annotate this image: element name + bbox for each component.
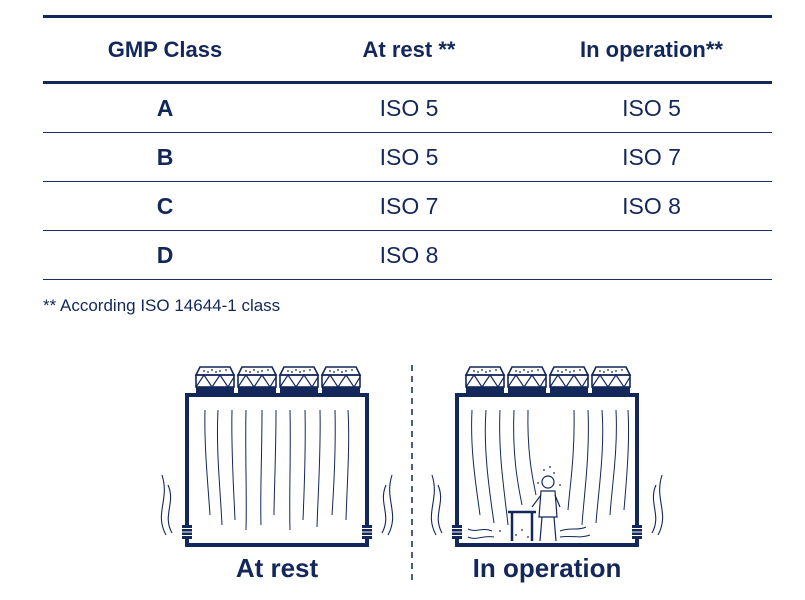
cell-at-rest: ISO 8 (379, 241, 439, 268)
at-rest-caption: At rest (236, 553, 319, 583)
table-row: A ISO 5 ISO 5 (43, 84, 772, 133)
cell-gmp-class: B (156, 143, 174, 170)
cleanroom-airflow-diagram: At rest (160, 365, 664, 583)
cell-gmp-class: C (156, 192, 174, 219)
cell-at-rest: ISO 5 (379, 94, 439, 121)
cell-in-operation: ISO 7 (622, 143, 681, 170)
table-row: B ISO 5 ISO 7 (43, 133, 772, 182)
gmp-class-table: GMP Class At rest ** In operation** A IS… (43, 15, 772, 280)
table-header-rule (43, 81, 772, 84)
cell-in-operation: ISO 8 (622, 192, 681, 219)
header-in-operation: In operation** (579, 36, 723, 62)
cell-at-rest: ISO 5 (379, 143, 439, 170)
cell-gmp-class: D (156, 241, 174, 268)
cell-at-rest: ISO 7 (379, 192, 439, 219)
table-row: D ISO 8 (43, 231, 772, 280)
cell-gmp-class: A (156, 94, 174, 121)
cell-in-operation: ISO 5 (622, 94, 681, 121)
table-header-row: GMP Class At rest ** In operation** (43, 18, 772, 81)
in-operation-room-illustration: In operation (430, 366, 664, 583)
table-top-rule (43, 15, 772, 18)
at-rest-room-illustration: At rest (160, 366, 394, 583)
in-operation-caption: In operation (473, 553, 622, 583)
table-row: C ISO 7 ISO 8 (43, 182, 772, 231)
header-gmp-class: GMP Class (107, 36, 223, 62)
header-at-rest: At rest ** (362, 36, 456, 62)
footnote: ** According ISO 14644-1 class (43, 296, 281, 315)
